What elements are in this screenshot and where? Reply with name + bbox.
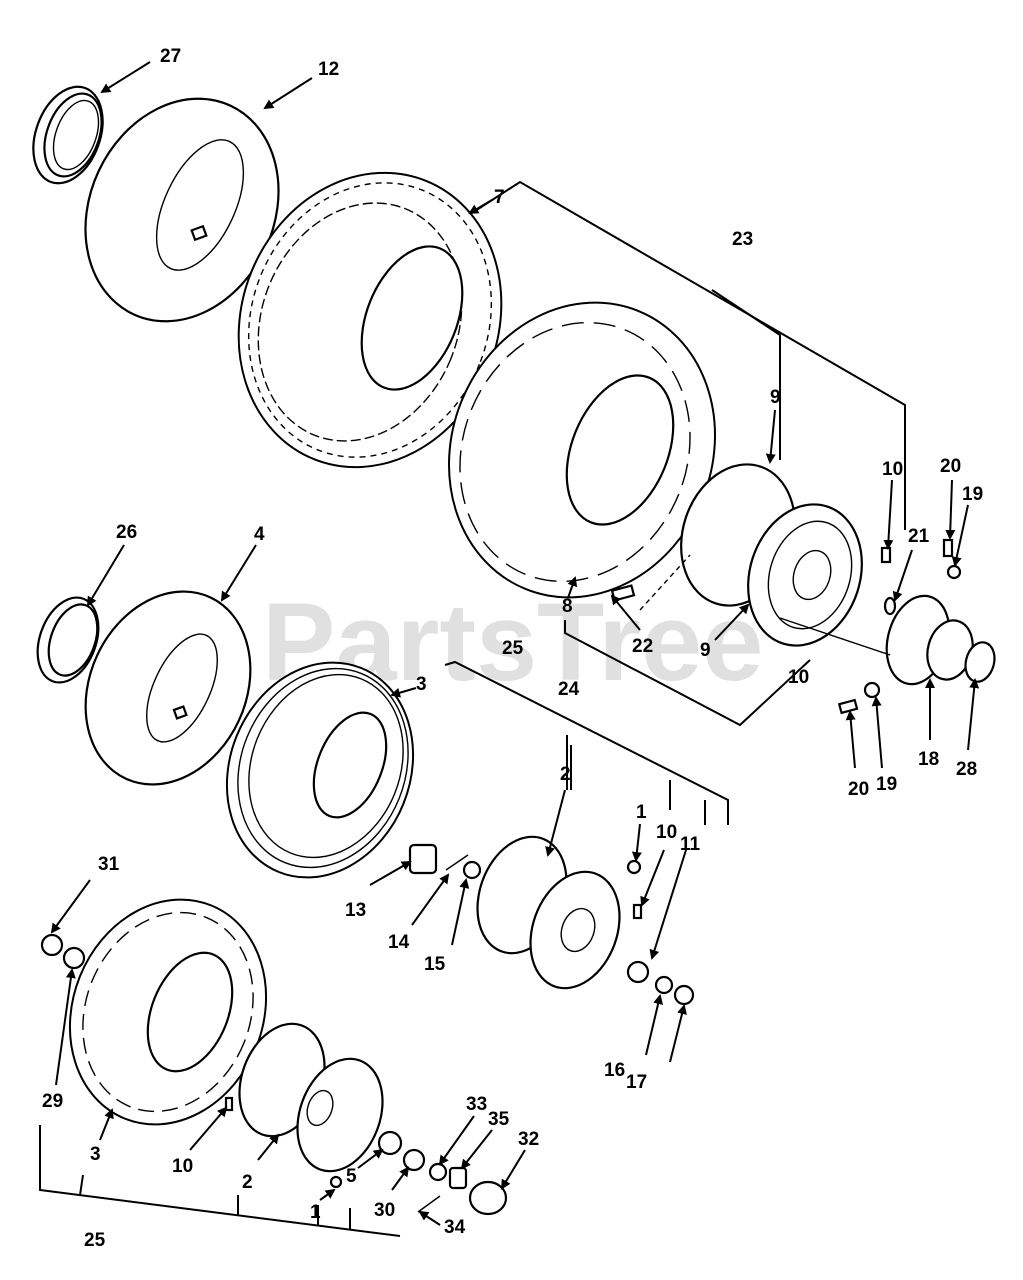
callout-27: 27 xyxy=(160,46,181,67)
callout-9-lower: 9 xyxy=(700,640,711,661)
hub-18 xyxy=(885,594,996,686)
callout-23: 23 xyxy=(732,229,753,250)
callout-17: 17 xyxy=(626,1072,647,1093)
callout-2-middle: 2 xyxy=(560,764,571,785)
wheel-2-lower xyxy=(238,1022,384,1173)
callout-7: 7 xyxy=(494,187,505,208)
seal-ring-26 xyxy=(36,596,100,684)
callout-12: 12 xyxy=(318,59,339,80)
inner-tube-4 xyxy=(84,590,252,786)
callout-30: 30 xyxy=(374,1200,395,1221)
callout-3-middle: 3 xyxy=(416,674,427,695)
callout-25-lower: 25 xyxy=(84,1230,106,1251)
callout-5: 5 xyxy=(346,1166,357,1187)
callout-16: 16 xyxy=(604,1060,625,1081)
bearings-31-29 xyxy=(40,933,86,970)
bar-tread-tire-8 xyxy=(448,301,716,599)
callout-10-middle: 10 xyxy=(656,822,677,843)
callout-15: 15 xyxy=(424,954,446,975)
callout-8: 8 xyxy=(562,596,573,617)
callout-10-upper: 10 xyxy=(882,459,903,480)
callout-labels: 27 12 7 23 9 10 20 19 21 26 4 8 22 9 25 … xyxy=(42,46,983,1251)
callout-10-middle-right: 10 xyxy=(788,667,809,688)
callout-34: 34 xyxy=(444,1217,466,1238)
callout-10-lower: 10 xyxy=(172,1156,193,1177)
callout-35: 35 xyxy=(488,1109,510,1130)
callout-22: 22 xyxy=(632,636,653,657)
callout-31: 31 xyxy=(98,854,120,875)
callout-4: 4 xyxy=(254,524,265,545)
callout-33: 33 xyxy=(466,1094,487,1115)
callout-19-upper: 19 xyxy=(962,484,983,505)
callout-26: 26 xyxy=(116,522,137,543)
leader-arrows xyxy=(50,61,980,1226)
callout-14: 14 xyxy=(388,932,410,953)
callout-1-lower: 1 xyxy=(310,1202,321,1223)
callout-13: 13 xyxy=(345,900,366,921)
hardware-middle xyxy=(408,843,695,1006)
callout-20-lower: 20 xyxy=(848,779,869,800)
callout-3-lower: 3 xyxy=(90,1144,101,1165)
callout-18: 18 xyxy=(918,749,939,770)
callout-28: 28 xyxy=(956,759,977,780)
bracket-lines xyxy=(39,180,906,1237)
callout-19-lower: 19 xyxy=(876,774,897,795)
seal-ring-27 xyxy=(32,85,104,185)
callout-9-upper: 9 xyxy=(770,387,781,408)
callout-2-lower: 2 xyxy=(242,1172,253,1193)
tire-3-lower xyxy=(68,898,268,1126)
rib-tire-3 xyxy=(225,661,415,879)
callout-20-upper: 20 xyxy=(940,456,961,477)
rim-9 xyxy=(680,463,863,647)
turf-tire-7 xyxy=(237,171,503,469)
callout-25-middle: 25 xyxy=(502,638,524,659)
wheel-2 xyxy=(476,835,621,990)
callout-11: 11 xyxy=(680,834,701,855)
callout-24: 24 xyxy=(558,679,580,700)
callout-29: 29 xyxy=(42,1091,63,1112)
callout-21: 21 xyxy=(908,526,930,547)
hardware-lower xyxy=(224,1096,508,1216)
callout-1-middle: 1 xyxy=(636,802,647,823)
callout-32: 32 xyxy=(518,1129,539,1150)
